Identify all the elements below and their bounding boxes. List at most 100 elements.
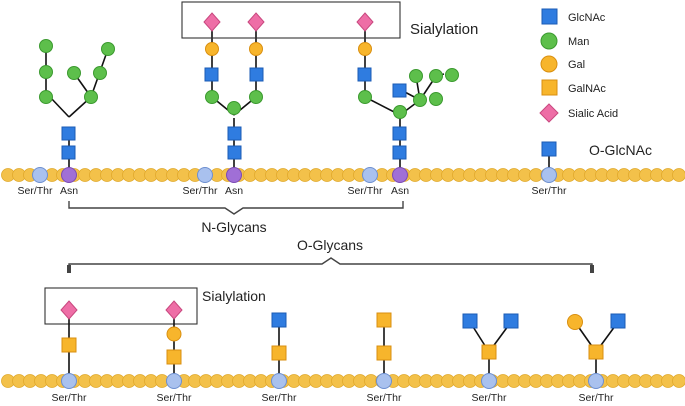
sialic-acid-icon xyxy=(247,12,265,32)
o-glycan-core4 xyxy=(462,313,519,381)
asn-residue xyxy=(61,167,77,183)
galnac-icon xyxy=(166,349,182,365)
man-icon xyxy=(429,92,443,106)
legend-man-label: Man xyxy=(568,36,589,48)
glcnac-icon xyxy=(610,313,626,329)
residues-top xyxy=(32,167,557,183)
n-glycans-label: N-Glycans xyxy=(201,219,266,235)
o-glycans-brace xyxy=(68,257,593,271)
ser-thr-residue xyxy=(271,373,287,389)
man-icon xyxy=(249,90,263,104)
sialic-acid-icon xyxy=(203,12,221,32)
gal-icon xyxy=(166,326,182,342)
glcnac-icon xyxy=(227,145,242,160)
asn-residue xyxy=(226,167,242,183)
glcnac-icon xyxy=(357,67,372,82)
ser-thr-label: Ser/Thr xyxy=(366,392,402,404)
man-icon xyxy=(39,65,53,79)
ser-thr-residue xyxy=(541,167,557,183)
residue-labels-top: Ser/Thr Asn Ser/Thr Asn Ser/Thr Asn Ser/… xyxy=(17,185,567,197)
sialic-acid-icon xyxy=(356,12,374,32)
man-icon xyxy=(39,90,53,104)
o-glycan-sialyl-t xyxy=(165,300,183,381)
o-glycan-core2 xyxy=(567,313,626,381)
man-icon xyxy=(93,66,107,80)
o-glycans-label: O-Glycans xyxy=(297,237,363,253)
sialylation-box-bottom xyxy=(44,287,198,325)
glcnac-icon xyxy=(392,126,407,141)
man-icon xyxy=(445,68,459,82)
gal-icon xyxy=(249,42,263,56)
peptide-chain-bottom xyxy=(1,374,685,388)
legend-glcnac-icon xyxy=(541,8,558,25)
galnac-icon xyxy=(376,345,392,361)
ser-thr-residue xyxy=(362,167,378,183)
galnac-icon xyxy=(588,344,604,360)
glcnac-icon xyxy=(271,312,287,328)
legend: GlcNAc Man Gal GalNAc Sialic Acid xyxy=(539,8,618,123)
glcnac-icon xyxy=(61,126,76,141)
glcnac-icon xyxy=(249,67,264,82)
man-icon xyxy=(413,93,427,107)
man-icon xyxy=(227,101,241,115)
ser-thr-residue xyxy=(32,167,48,183)
ser-thr-label: Ser/Thr xyxy=(531,185,567,197)
o-glcnac-glycan xyxy=(541,141,557,175)
o-glcnac-label: O-GlcNAc xyxy=(589,142,652,158)
legend-galnac-label: GalNAc xyxy=(568,83,606,95)
asn-residue xyxy=(392,167,408,183)
o-glycan-core3 xyxy=(271,312,287,381)
ser-thr-label: Ser/Thr xyxy=(261,392,297,404)
man-icon xyxy=(393,105,407,119)
residues-bottom xyxy=(61,373,604,389)
glcnac-icon xyxy=(392,145,407,160)
asn-label: Asn xyxy=(391,185,409,197)
ser-thr-residue xyxy=(166,373,182,389)
ser-thr-residue xyxy=(61,373,77,389)
galnac-icon xyxy=(271,345,287,361)
ser-thr-residue xyxy=(481,373,497,389)
legend-sialic-acid-label: Sialic Acid xyxy=(568,108,618,120)
ser-thr-label: Ser/Thr xyxy=(17,185,53,197)
asn-label: Asn xyxy=(225,185,243,197)
man-icon xyxy=(358,90,372,104)
n-glycan-hybrid xyxy=(356,12,459,175)
man-icon xyxy=(429,69,443,83)
glcnac-icon xyxy=(462,313,478,329)
man-icon xyxy=(409,69,423,83)
gal-icon xyxy=(205,42,219,56)
sialylation-label-top: Sialylation xyxy=(410,21,478,38)
n-glycan-high-mannose xyxy=(39,39,115,175)
galnac-icon xyxy=(61,337,77,353)
legend-gal-label: Gal xyxy=(568,59,585,71)
legend-gal-icon xyxy=(540,55,558,73)
gal-icon xyxy=(567,314,583,330)
asn-label: Asn xyxy=(60,185,78,197)
galnac-icon xyxy=(481,344,497,360)
ser-thr-label: Ser/Thr xyxy=(182,185,218,197)
o-glycan-sialyl-tn xyxy=(60,300,78,381)
legend-glcnac-label: GlcNAc xyxy=(568,12,606,24)
legend-sialic-acid-icon xyxy=(539,103,559,123)
glcnac-icon xyxy=(227,126,242,141)
man-icon xyxy=(67,66,81,80)
ser-thr-residue xyxy=(376,373,392,389)
o-glycan-core5 xyxy=(376,312,392,381)
man-icon xyxy=(205,90,219,104)
glcnac-icon xyxy=(541,141,557,157)
ser-thr-residue xyxy=(588,373,604,389)
legend-galnac-icon xyxy=(541,79,558,96)
gal-icon xyxy=(358,42,372,56)
n-glycans-brace xyxy=(68,201,404,215)
galnac-icon xyxy=(376,312,392,328)
glcnac-icon xyxy=(61,145,76,160)
glcnac-icon xyxy=(503,313,519,329)
n-glycan-complex-sialylated xyxy=(203,12,265,175)
brace-end-right xyxy=(590,265,594,273)
ser-thr-label: Ser/Thr xyxy=(156,392,192,404)
ser-thr-label: Ser/Thr xyxy=(578,392,614,404)
ser-thr-residue xyxy=(197,167,213,183)
residue-labels-bottom: Ser/Thr Ser/Thr Ser/Thr Ser/Thr Ser/Thr … xyxy=(51,392,614,404)
